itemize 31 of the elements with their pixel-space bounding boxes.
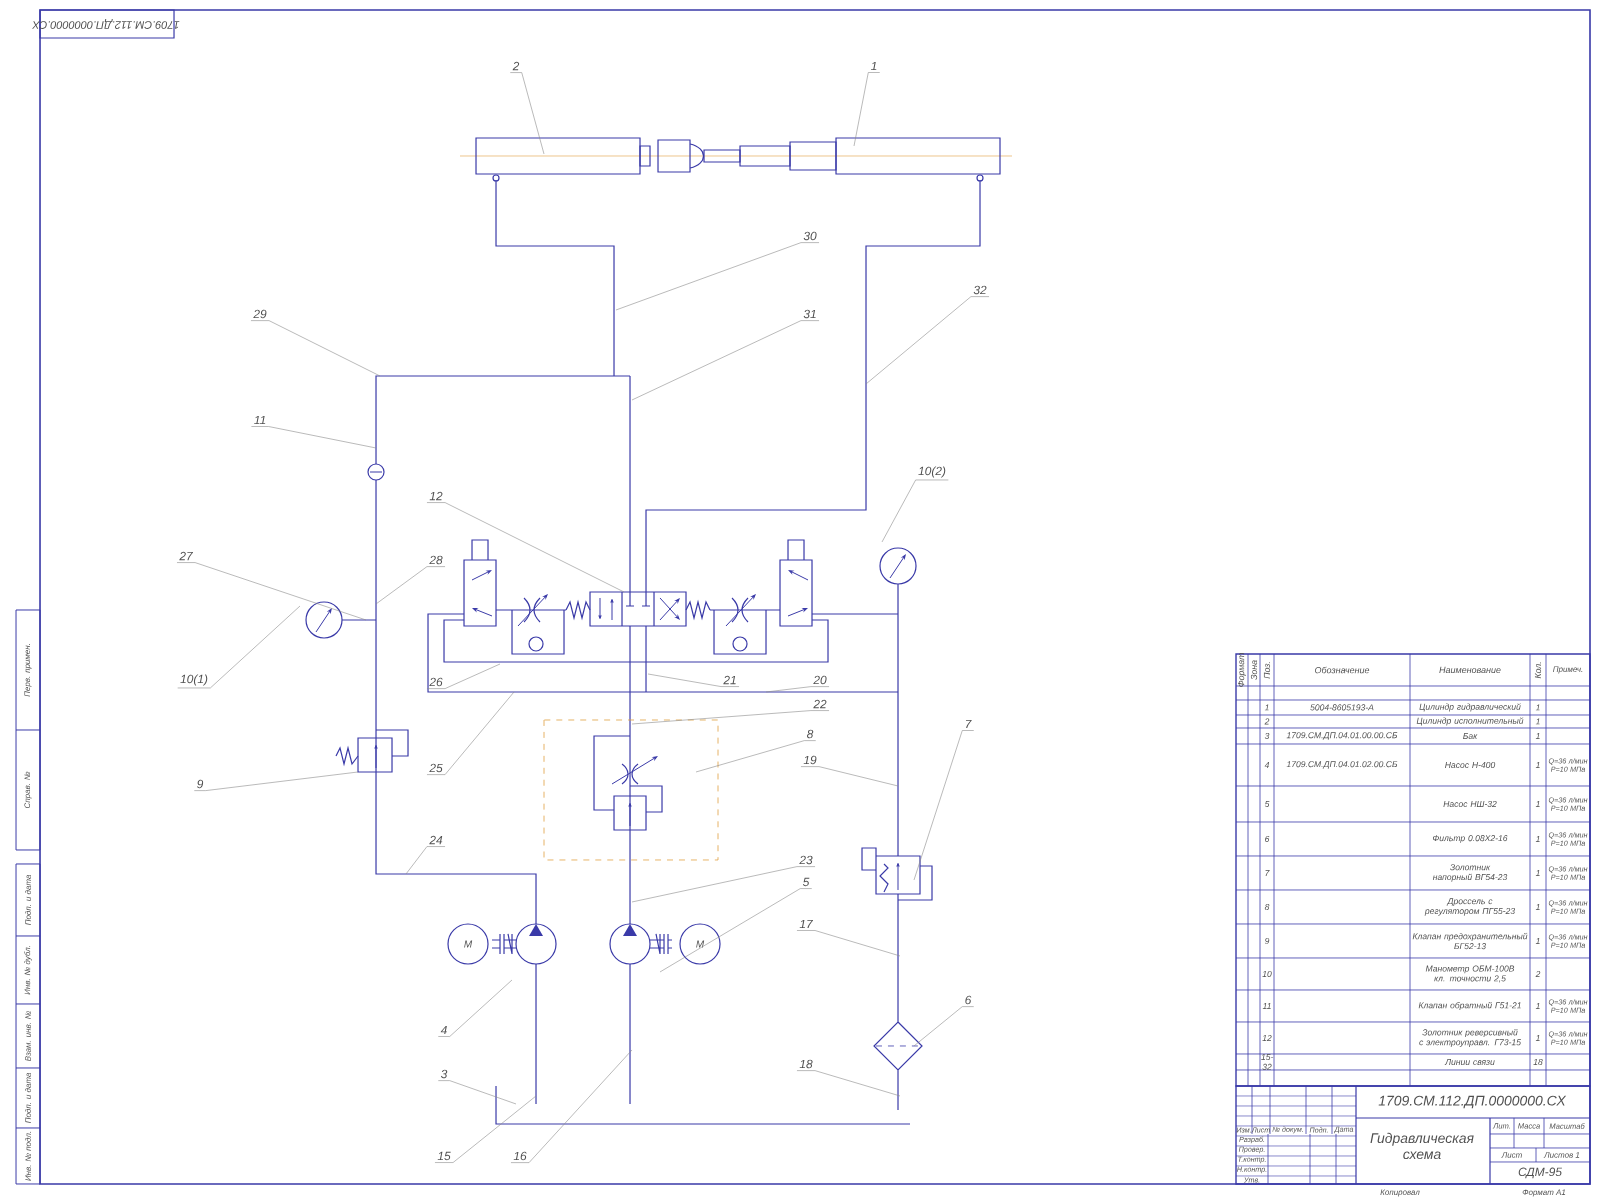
leader-line [853,72,869,147]
leader-line [647,673,722,687]
leader-line [194,562,367,621]
leader-line [765,686,812,693]
leader-line [375,566,428,605]
leader-line [405,846,428,875]
leader-line [818,766,899,787]
leader-line [913,730,963,881]
leader-line [659,888,801,973]
leader-line [444,663,501,689]
leader-line [444,502,625,593]
leader-line [449,1080,517,1105]
leader-line [268,426,377,449]
leader-line [865,296,972,385]
leader-line [814,1070,901,1097]
leader-line [631,710,812,725]
leader-line [449,979,513,1037]
leader-line [268,320,381,377]
leader-line [452,1095,537,1163]
leader-line [631,866,798,903]
leader-line [695,740,805,773]
leader-line [631,320,802,401]
leader-line [881,479,916,543]
leader-line [814,930,901,957]
leader-line [205,771,359,791]
leader-line [210,605,301,689]
leader-line [528,1049,633,1163]
leader-line [521,72,545,155]
leader-line [913,1006,963,1047]
leader-line [615,242,802,311]
leader-line [444,691,515,775]
